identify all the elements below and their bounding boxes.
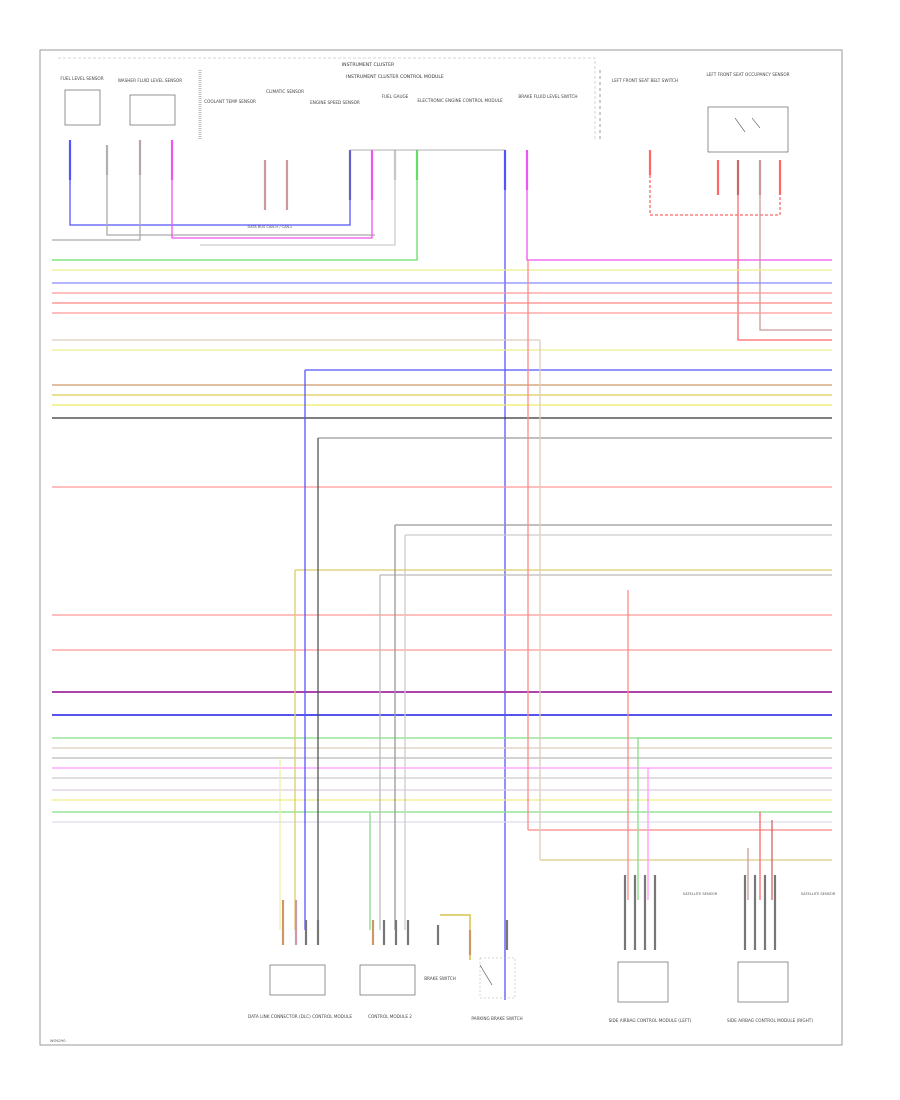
- bottom-component-1: DATA LINK CONNECTOR (DLC) CONTROL MODULE: [248, 964, 352, 1019]
- parking-brake-switch-label: PARKING BRAKE SWITCH: [471, 1016, 522, 1021]
- satellite-sensor-right-label: SATELLITE SENSOR: [801, 892, 836, 896]
- brake-switch-label: BRAKE SWITCH: [424, 976, 456, 981]
- fuel-gauge-label: FUEL GAUGE: [382, 94, 409, 99]
- washer-fluid-sensor: WASHER FLUID LEVEL SENSOR: [118, 78, 182, 126]
- vertical-drops: [279, 260, 832, 960]
- side-airbag-right-label: SIDE AIRBAG CONTROL MODULE (RIGHT): [727, 1018, 813, 1023]
- fuel-level-sensor-label: FUEL LEVEL SENSOR: [60, 76, 103, 81]
- control-module-2-label: CONTROL MODULE 2: [368, 1014, 412, 1019]
- engine-speed-label: ENGINE SPEED SENSOR: [310, 100, 360, 105]
- side-airbag-left-label: SIDE AIRBAG CONTROL MODULE (LEFT): [609, 1018, 692, 1023]
- top-wire-runs: [52, 140, 832, 1000]
- cluster-module-header: INSTRUMENT CLUSTER CONTROL MODULE: [346, 74, 444, 80]
- dlc-control-module-label: DATA LINK CONNECTOR (DLC) CONTROL MODULE: [248, 1014, 352, 1019]
- side-airbag-left: SIDE AIRBAG CONTROL MODULE (LEFT) SATELL…: [609, 892, 718, 1023]
- bus-label: DATA BUS CAN-H / CAN-L: [247, 225, 292, 229]
- cluster-outline: [58, 57, 596, 140]
- satellite-sensor-left-label: SATELLITE SENSOR: [683, 892, 718, 896]
- washer-fluid-sensor-label: WASHER FLUID LEVEL SENSOR: [118, 78, 182, 83]
- engine-control-label: ELECTRONIC ENGINE CONTROL MODULE: [417, 98, 503, 103]
- seat-belt-switch-label: LEFT FRONT SEAT BELT SWITCH: [612, 78, 678, 83]
- diagram-border: [39, 49, 843, 1046]
- coolant-sensor-label: COOLANT TEMP SENSOR: [204, 99, 256, 104]
- bottom-component-2: CONTROL MODULE 2: [359, 964, 416, 1019]
- footer-code: WO6290: [50, 1039, 66, 1043]
- side-airbag-right: SIDE AIRBAG CONTROL MODULE (RIGHT) SATEL…: [727, 892, 836, 1023]
- top-connectors: [68, 140, 782, 210]
- brake-fluid-switch-label: BRAKE FLUID LEVEL SWITCH: [518, 94, 577, 99]
- horizontal-harness: [52, 269, 832, 861]
- bottom-connectors: [281, 875, 777, 955]
- cluster-header: INSTRUMENT CLUSTER: [342, 62, 395, 68]
- seat-occupancy-label: LEFT FRONT SEAT OCCUPANCY SENSOR: [706, 72, 789, 77]
- parking-brake-switch: PARKING BRAKE SWITCH: [471, 957, 523, 1021]
- brake-switch: BRAKE SWITCH: [424, 964, 493, 986]
- fuel-level-sensor: FUEL LEVEL SENSOR: [60, 76, 104, 126]
- seat-occupancy-sensor-box: [707, 106, 789, 153]
- climatic-sensor-label: CLIMATIC SENSOR: [266, 89, 304, 94]
